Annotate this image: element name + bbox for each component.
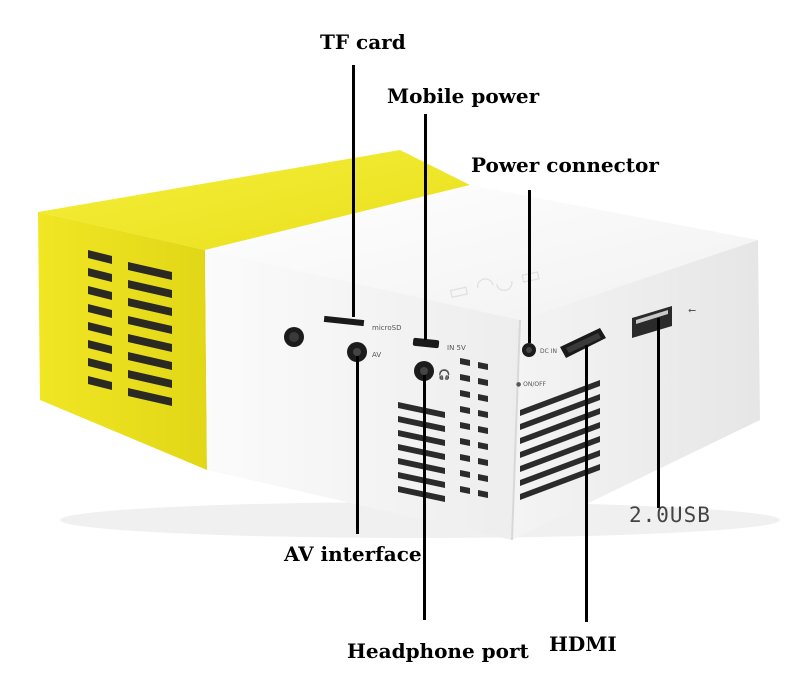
headphone-port-leader <box>423 375 426 620</box>
av-jack-label: AV <box>372 351 381 359</box>
headphone-port-label: Headphone port <box>347 639 529 663</box>
floor-shadow <box>60 502 780 538</box>
microsd-label: microSD <box>372 324 401 332</box>
power-connector-label: Power connector <box>471 153 659 177</box>
micro-usb-power-port <box>412 337 440 349</box>
headphone-icon: 🎧 <box>438 368 450 381</box>
power-connector-leader <box>528 190 531 343</box>
on-off-label: ● ON/OFF <box>516 381 547 388</box>
av-interface-leader <box>356 356 359 534</box>
side-vents <box>398 358 488 502</box>
yellow-top-panel <box>38 150 470 250</box>
tf-card-slot <box>323 315 365 327</box>
usb-leader <box>657 318 660 508</box>
rear-vents <box>520 380 600 500</box>
mobile-power-label: Mobile power <box>387 84 540 108</box>
usb-icon: ⭠ <box>688 305 696 316</box>
yellow-side-panel <box>38 212 207 470</box>
power-5v-label: IN 5V <box>447 344 466 352</box>
hdmi-leader <box>585 345 588 622</box>
yellow-vents <box>88 250 172 406</box>
hdmi-label: HDMI <box>549 632 617 656</box>
tf-card-label: TF card <box>320 30 406 54</box>
edge-highlight <box>511 319 521 541</box>
dc-in-label: DC IN <box>540 348 557 355</box>
av-interface-label: AV interface <box>284 542 422 566</box>
tf-card-leader <box>352 65 355 317</box>
white-top-panel <box>205 185 758 320</box>
mobile-power-leader <box>424 114 427 340</box>
usb-2-label: 2.0USB <box>629 503 711 527</box>
